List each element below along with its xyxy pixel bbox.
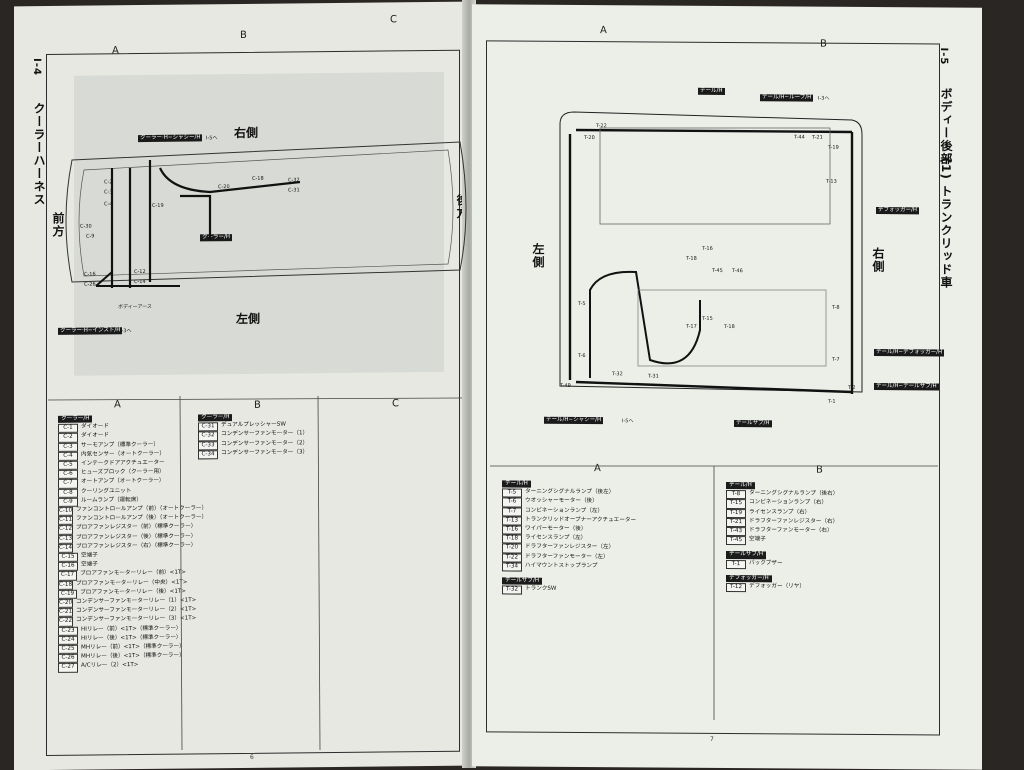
vehicle-outline-left [65, 141, 467, 283]
trunk-lid-panel [637, 289, 827, 367]
harness-trunk-lid [589, 270, 701, 378]
rear-window [599, 127, 831, 225]
harness-rear-loop [568, 128, 854, 394]
harness-branch [158, 167, 301, 240]
harness-trunk [110, 160, 152, 288]
harness-ground [95, 271, 180, 287]
rear-body-outline [559, 111, 863, 393]
vehicle-inner-left [78, 149, 454, 277]
